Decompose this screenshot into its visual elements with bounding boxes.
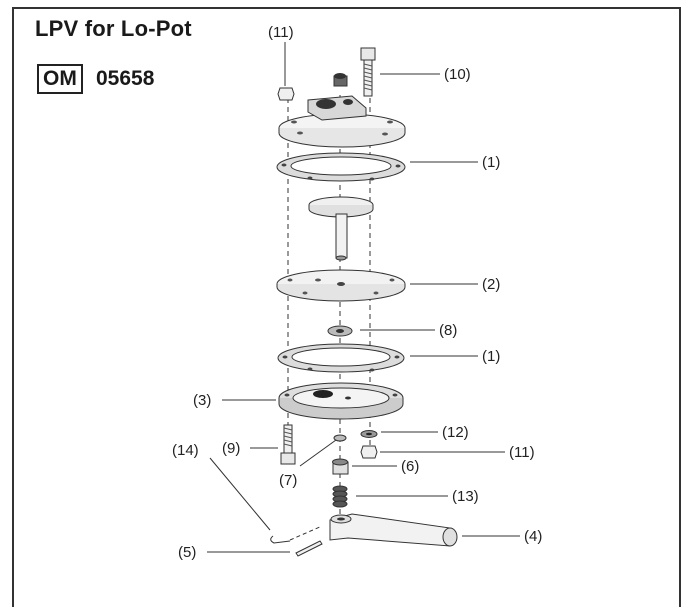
clip-14 xyxy=(270,525,323,544)
bushing-6 xyxy=(332,458,349,475)
pin-5 xyxy=(295,540,323,557)
callout-1-lower: (1) xyxy=(482,348,500,365)
callout-8: (8) xyxy=(439,322,457,339)
callout-11-lower: (11) xyxy=(509,444,535,461)
callout-10: (10) xyxy=(444,66,471,83)
nut-11-lower xyxy=(360,445,378,459)
lever-arm-4 xyxy=(329,513,458,547)
diagram-frame xyxy=(12,7,681,607)
bolt-9 xyxy=(280,424,296,465)
nut-11-top xyxy=(277,87,295,101)
base-plate-3 xyxy=(278,382,404,420)
callout-3: (3) xyxy=(193,392,211,409)
callout-9: (9) xyxy=(222,440,240,457)
bolt-10 xyxy=(360,47,376,97)
top-nut xyxy=(333,73,348,87)
callout-2: (2) xyxy=(482,276,500,293)
top-cover-plate xyxy=(278,95,406,148)
om-number: 05658 xyxy=(96,67,155,90)
diagram-title: LPV for Lo-Pot xyxy=(35,16,192,41)
plate-2 xyxy=(276,269,406,302)
callout-6: (6) xyxy=(401,458,419,475)
washer-8 xyxy=(327,325,353,337)
callout-4: (4) xyxy=(524,528,542,545)
callout-13: (13) xyxy=(452,488,479,505)
callout-11-top: (11) xyxy=(268,24,294,41)
callout-1-upper: (1) xyxy=(482,154,500,171)
diaphragm-disc-with-stem xyxy=(308,196,374,261)
callout-7: (7) xyxy=(279,472,297,489)
washer-12 xyxy=(360,430,378,438)
callout-5: (5) xyxy=(178,544,196,561)
gasket-ring-1-lower xyxy=(277,343,405,373)
washer-7 xyxy=(333,434,347,442)
leader-lines xyxy=(207,42,520,553)
callout-14: (14) xyxy=(172,442,199,459)
callout-12: (12) xyxy=(442,424,469,441)
om-code-box: OM xyxy=(37,64,83,94)
gasket-ring-1-upper xyxy=(276,152,406,182)
spring-13 xyxy=(332,485,348,508)
